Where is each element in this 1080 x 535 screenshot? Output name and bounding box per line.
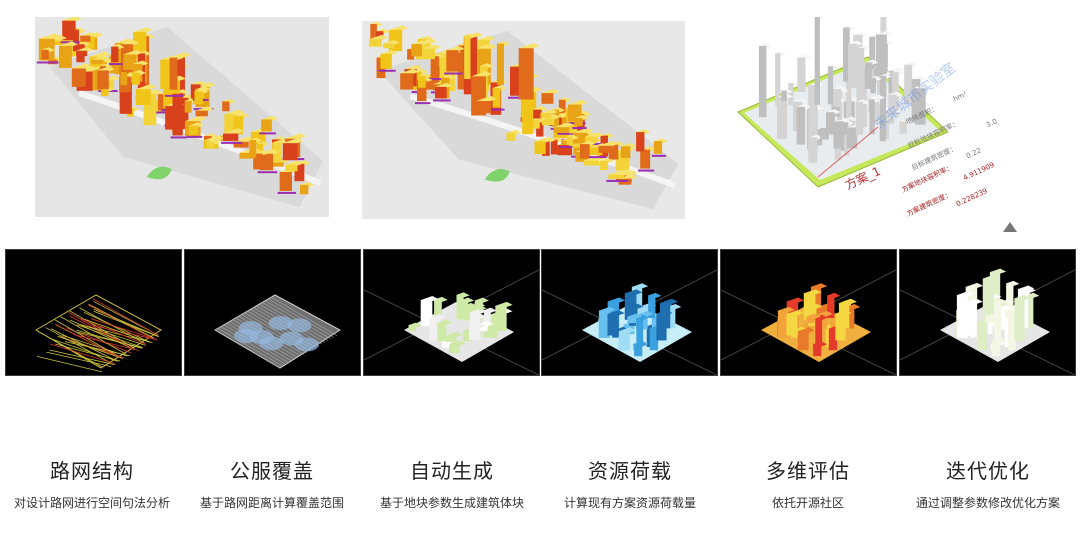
thumb-iteration <box>900 250 1075 375</box>
step-title-auto-generation: 自动生成 <box>362 455 542 484</box>
thumb-auto-generation <box>364 250 539 375</box>
thumb-road-network <box>6 250 181 375</box>
step-desc-road-network: 对设计路网进行空间句法分析 <box>2 494 182 511</box>
thumb-evaluation <box>721 250 896 375</box>
thumb-resource-load <box>542 250 717 375</box>
step-desc-public-service: 基于路网距离计算覆盖范围 <box>182 494 362 511</box>
step-title-iteration: 迭代优化 <box>898 455 1078 484</box>
step-desc-resource-load: 计算现有方案资源荷载量 <box>540 494 720 511</box>
step-desc-auto-generation: 基于地块参数生成建筑体块 <box>362 494 542 511</box>
step-title-road-network: 路网结构 <box>2 455 182 484</box>
triangle-up-icon[interactable] <box>1003 222 1017 232</box>
step-title-public-service: 公服覆盖 <box>182 455 362 484</box>
step-desc-iteration: 通过调整参数修改优化方案 <box>898 494 1078 511</box>
city-render-2 <box>362 21 685 219</box>
thumb-public-service <box>185 250 360 375</box>
step-desc-evaluation: 依托开源社区 <box>718 494 898 511</box>
city-render-1 <box>35 17 329 217</box>
step-title-resource-load: 资源荷载 <box>540 455 720 484</box>
step-title-evaluation: 多维评估 <box>718 455 898 484</box>
